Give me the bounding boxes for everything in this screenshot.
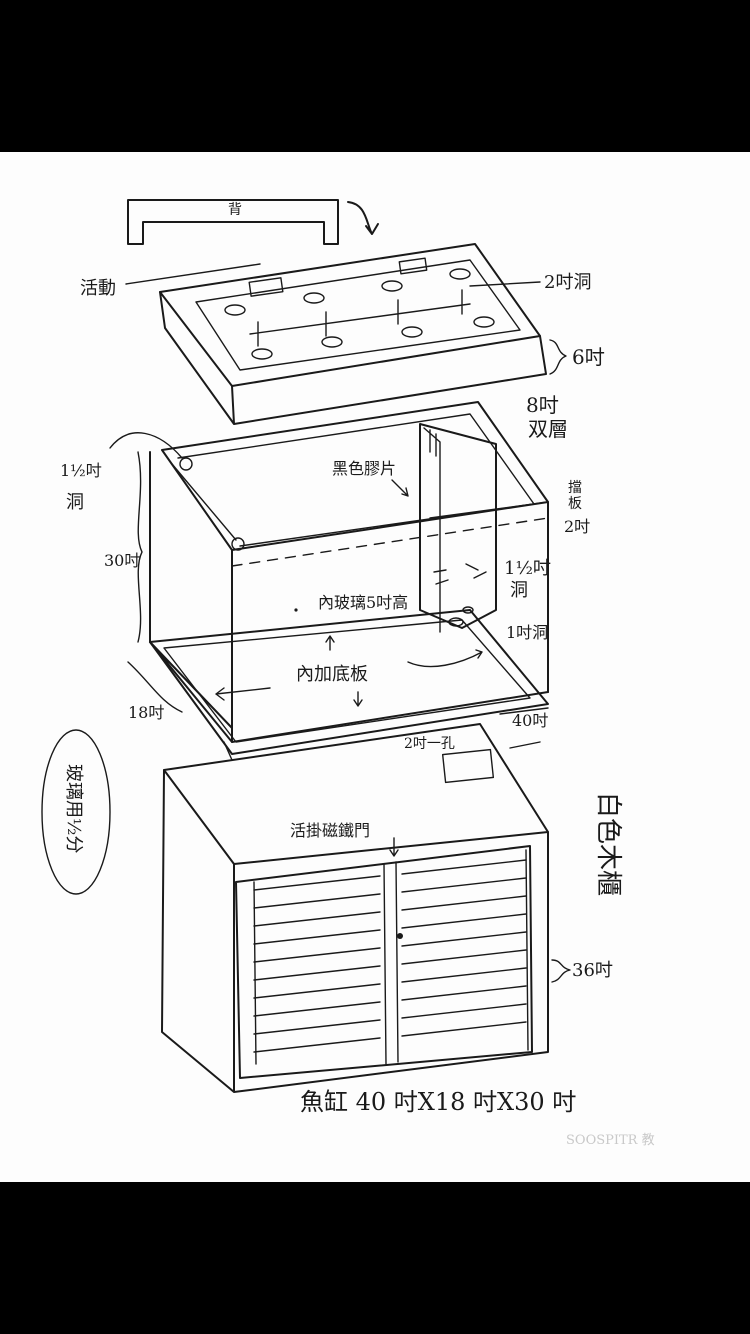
bottom-arrow-right	[407, 649, 483, 668]
chamber-slots	[433, 563, 487, 585]
tank-edges	[149, 451, 549, 743]
label-black-film: 黑色膠片	[332, 459, 396, 478]
label-tank-height: 30吋	[104, 551, 140, 570]
label-hole-1-5in-c: 1½吋	[504, 558, 551, 579]
label-white-cabinet: 白色木櫃	[593, 792, 623, 896]
label-double-layer: 双層	[528, 417, 568, 441]
glass-note-oval	[41, 729, 111, 895]
holes-leader	[469, 281, 541, 287]
cabinet-body	[161, 769, 549, 1093]
back-bracket	[127, 199, 339, 245]
cabinet-door-frame	[235, 845, 533, 1079]
label-hole-c: 洞	[510, 580, 528, 601]
lid-holes	[224, 268, 495, 360]
label-8in: 8吋	[526, 393, 559, 417]
inner-bottom-plate	[163, 619, 531, 743]
arrow-to-lid	[347, 201, 379, 235]
label-inner-glass: 內玻璃5吋高	[318, 593, 408, 612]
movable-leader	[125, 263, 261, 285]
bottom-arrow-left	[215, 687, 271, 701]
drawing-title: 魚缸 40 吋X18 吋X30 吋	[300, 1088, 576, 1116]
lid-inner-rim	[195, 259, 521, 371]
hinge-left	[248, 277, 284, 297]
corner-hole-back	[179, 457, 193, 471]
baffle	[429, 501, 549, 519]
label-depth: 18吋	[128, 703, 164, 722]
annotations: 背 活動 2吋洞 6吋 8吋 双層 1½吋 洞 黑色膠片 30吋 擋 板 2吋 …	[60, 202, 655, 1148]
label-back: 背	[228, 202, 242, 218]
brace-6in	[549, 339, 567, 375]
lid-top	[159, 243, 541, 387]
louvers	[253, 849, 529, 1065]
door-split	[383, 861, 399, 1065]
tank-base	[149, 609, 549, 755]
dim-18in	[127, 661, 183, 713]
hole-leader	[109, 432, 183, 459]
hinge-right	[398, 257, 428, 275]
cabinet-opening	[441, 748, 495, 784]
label-glass-note: 玻璃用½分	[63, 764, 84, 853]
label-baffle-a: 擋	[568, 480, 582, 496]
label-holes-2in: 2吋洞	[544, 272, 591, 293]
dim-30in	[137, 451, 143, 643]
aquarium-sketch: 背 活動 2吋洞 6吋 8吋 双層 1½吋 洞 黑色膠片 30吋 擋 板 2吋 …	[41, 199, 655, 1148]
lid-sides	[159, 291, 547, 425]
watermark: SOOSPITR 教	[566, 1132, 655, 1148]
tank-inner-rim	[177, 413, 535, 547]
label-movable: 活動	[80, 278, 116, 299]
label-magnetic-door: 活掛磁鐵門	[290, 821, 370, 840]
label-cabinet-height: 36吋	[572, 960, 613, 981]
dim-40in	[499, 707, 549, 715]
diagonal-line	[171, 463, 237, 541]
label-6in: 6吋	[572, 345, 605, 369]
label-hole-1in: 1吋洞	[506, 623, 548, 642]
door-magnet	[397, 933, 403, 939]
magnetic-door-arrow	[389, 837, 399, 857]
chamber-hole-1in	[448, 617, 464, 627]
label-hole-1-5in-a: 1½吋	[60, 461, 102, 480]
black-film-arrow	[391, 479, 409, 497]
lid	[125, 199, 567, 425]
label-width: 40吋	[512, 711, 548, 730]
label-opening-2in: 2吋一孔	[404, 736, 455, 752]
sketch-paper: 背 活動 2吋洞 6吋 8吋 双層 1½吋 洞 黑色膠片 30吋 擋 板 2吋 …	[0, 152, 750, 1182]
cabinet-top	[163, 723, 549, 865]
label-inner-bottom: 內加底板	[296, 664, 368, 685]
corner-hole-front	[231, 537, 245, 551]
black-film-hatching	[423, 427, 441, 633]
tank	[109, 401, 549, 761]
label-baffle-2in: 2吋	[564, 517, 590, 536]
cabinet	[41, 723, 571, 1093]
label-hole-a: 洞	[66, 492, 84, 513]
filter-chamber	[419, 423, 497, 629]
dim-36in	[551, 959, 571, 983]
label-baffle-b: 板	[568, 496, 582, 512]
tank-bottom	[149, 641, 549, 743]
